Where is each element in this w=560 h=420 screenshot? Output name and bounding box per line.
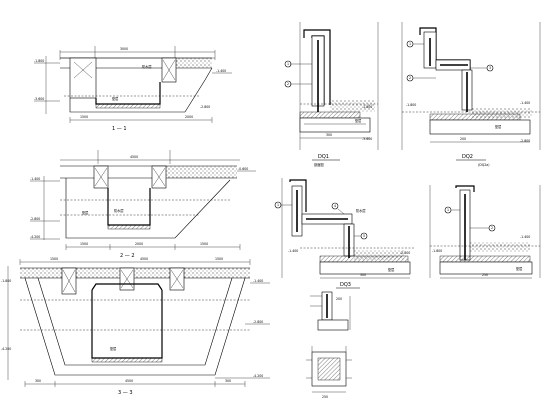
elev-label: -3.600 xyxy=(34,97,44,101)
dim-label: 300 xyxy=(35,379,41,383)
dim-label: 2000 xyxy=(135,242,143,246)
dim-label: 1500 xyxy=(200,242,208,246)
dim-label: 300 xyxy=(360,273,366,277)
annotation: 垫层 xyxy=(82,210,88,215)
annotation: 垫层 xyxy=(112,96,118,101)
elev-label: -2.800 xyxy=(200,105,210,109)
detail-right-middle: 1 2 -1.400 -1.800 垫层 250 xyxy=(429,185,541,279)
annotation: 垫层 xyxy=(516,266,522,271)
elev-label: -2.800 xyxy=(30,217,40,221)
elev-label: -2.800 xyxy=(253,320,263,324)
elev-label: -1.400 xyxy=(520,235,530,239)
section-title: 3 — 3 xyxy=(118,390,133,396)
callout-marker xyxy=(284,60,292,68)
callout-number: 1 xyxy=(287,62,289,66)
callout-marker xyxy=(331,202,339,210)
callout-number: 3 xyxy=(489,66,491,70)
annotation: 垫层 xyxy=(388,267,394,272)
annotation: 垫层 xyxy=(110,346,116,351)
column-detail: 200 250 xyxy=(306,291,352,399)
section-title: 2 — 2 xyxy=(120,253,135,259)
elev-label: -0.600 xyxy=(238,167,248,171)
dim-label: 1500 xyxy=(80,242,88,246)
elev-label: -4.200 xyxy=(1,347,11,351)
elev-label: -2.800 xyxy=(400,251,410,255)
detail-id: DQ2 xyxy=(462,154,473,160)
detail-id: DQ3 xyxy=(340,282,351,288)
elev-label: -4.200 xyxy=(30,235,40,239)
dim-label: 2000 xyxy=(185,115,193,119)
detail-dq3: 1 4 5 防水层 -1.400 -2.800 垫层 300 DQ3 xyxy=(274,178,415,289)
dim-label: 3000 xyxy=(120,47,128,51)
callout-number: 5 xyxy=(363,234,365,238)
section-1-1: 3000 -1.800 -3.600 -1.400 -2.800 1500 20… xyxy=(34,46,232,132)
annotation: 防水层 xyxy=(356,208,366,213)
dim-label: 1500 xyxy=(215,257,223,261)
elev-label: -1.800 xyxy=(362,105,372,109)
elev-label: -4.200 xyxy=(253,374,263,378)
callout-number: 4 xyxy=(334,204,336,208)
elev-label: -1.800 xyxy=(432,249,442,253)
annotation: 防水层 xyxy=(114,208,124,213)
detail-subtitle: (DQ2a) xyxy=(478,163,489,167)
callout-number: 1 xyxy=(409,42,411,46)
elev-label: -1.400 xyxy=(288,249,298,253)
section-title: 1 — 1 xyxy=(112,126,127,132)
dim-label: 300 xyxy=(326,133,332,137)
callout-number: 1 xyxy=(277,203,279,207)
dim-label: 200 xyxy=(336,297,342,301)
dim-label: 250 xyxy=(322,395,328,399)
dim-label: 1500 xyxy=(50,257,58,261)
elev-label: -1.400 xyxy=(253,279,263,283)
elev-label: -1.400 xyxy=(520,101,530,105)
elev-label: -2.800 xyxy=(520,139,530,143)
section-2-2: 4500 -1.400 -2.800 -4.200 -0.600 xyxy=(30,150,256,259)
elev-label: -3.600 xyxy=(362,137,372,141)
dim-label: 4500 xyxy=(130,155,138,159)
dim-label: 250 xyxy=(482,273,488,277)
elev-label: -1.800 xyxy=(406,103,416,107)
callout-number: 1 xyxy=(447,208,449,212)
elev-label: -1.800 xyxy=(34,59,44,63)
dim-label: 1500 xyxy=(80,115,88,119)
callout-number: 2 xyxy=(491,226,493,230)
callout-number: 2 xyxy=(409,76,411,80)
dim-label: 4500 xyxy=(125,379,133,383)
annotation: 防水层 xyxy=(142,64,152,69)
dim-label: 300 xyxy=(225,379,231,383)
elev-label: -1.400 xyxy=(30,177,40,181)
callout-marker xyxy=(284,80,292,88)
dim-label: 200 xyxy=(460,137,466,141)
dim-label: 4500 xyxy=(140,257,148,261)
annotation: 垫层 xyxy=(495,124,501,129)
annotation: 垫层 xyxy=(355,118,361,123)
elev-label: -1.400 xyxy=(216,69,226,73)
detail-dq2: 1 2 3 垫层 -1.400 -2.800 -1.800 200 DQ2 (D… xyxy=(401,22,541,167)
section-3-3: 1500 4500 1500 -1.800 -4.200 -1.400 -2.8… xyxy=(1,257,270,396)
elev-label: -1.800 xyxy=(1,279,11,283)
callout-number: 2 xyxy=(287,82,289,86)
detail-dq1: 1 2 垫层 -1.800 -3.600 300 DQ1 剖面图 xyxy=(284,22,379,167)
detail-id: DQ1 xyxy=(318,154,329,160)
detail-subtitle: 剖面图 xyxy=(314,162,324,167)
